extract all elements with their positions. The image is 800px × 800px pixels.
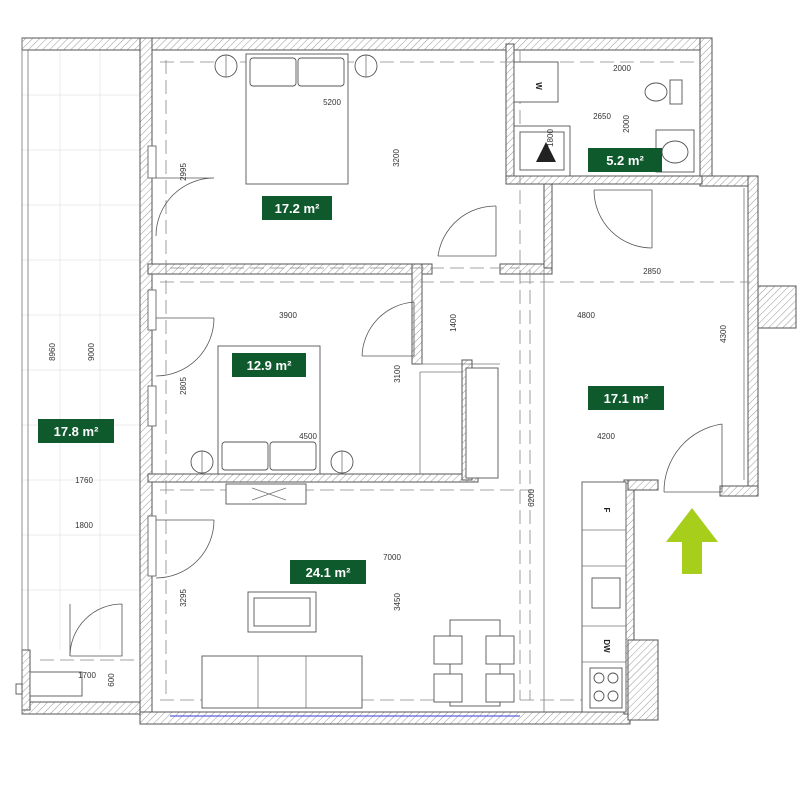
- dim-1800-bath: 1800: [546, 129, 555, 147]
- dim-6200: 6200: [527, 489, 536, 507]
- area-text: 12.9 m²: [247, 358, 292, 373]
- dim-9000: 9000: [87, 343, 96, 361]
- entrance-arrow-icon: [666, 508, 718, 574]
- dim-2850: 2850: [643, 267, 661, 276]
- kitchen-units: [581, 481, 627, 713]
- dim-3450: 3450: [393, 593, 402, 611]
- room-label-living-kitchen: 24.1 m²: [290, 560, 366, 584]
- area-text: 17.8 m²: [54, 424, 99, 439]
- area-text: 17.1 m²: [604, 391, 649, 406]
- dim-8960: 8960: [48, 343, 57, 361]
- room-label-balcony: 17.8 m²: [38, 419, 114, 443]
- dim-1400: 1400: [449, 314, 458, 332]
- label-bg: [262, 196, 332, 220]
- room-label-hall: 17.1 m²: [588, 386, 664, 410]
- dimension-labels: 5200 3200 2995 2000 2000 2650 1800 2850 …: [48, 64, 728, 687]
- dim-2000-h: 2000: [613, 64, 631, 73]
- area-text: 17.2 m²: [275, 201, 320, 216]
- dim-600: 600: [107, 673, 116, 687]
- dim-2000-v: 2000: [622, 115, 631, 133]
- exterior-walls: [139, 37, 797, 725]
- double-bed-1: [214, 53, 378, 185]
- dim-3100: 3100: [393, 365, 402, 383]
- dim-5200: 5200: [323, 98, 341, 107]
- dim-2995: 2995: [179, 163, 188, 181]
- dim-1760: 1760: [75, 476, 93, 485]
- area-text: 24.1 m²: [306, 565, 351, 580]
- room-label-bedroom-1: 17.2 m²: [262, 196, 332, 220]
- fridge-label: F: [602, 508, 611, 513]
- interior-walls: [147, 43, 745, 712]
- dim-3200: 3200: [392, 149, 401, 167]
- room-label-bathroom: 5.2 m²: [588, 148, 662, 172]
- dishwasher-label: DW: [602, 639, 611, 653]
- dim-3295: 3295: [179, 589, 188, 607]
- dim-1800-balcony: 1800: [75, 521, 93, 530]
- construction-grid: [22, 40, 140, 650]
- dim-2805: 2805: [179, 377, 188, 395]
- area-text: 5.2 m²: [606, 153, 644, 168]
- label-bg: [290, 560, 366, 584]
- label-bg: [232, 353, 306, 377]
- dim-2650: 2650: [593, 112, 611, 121]
- room-label-bedroom-2: 12.9 m²: [232, 353, 306, 377]
- balcony-outline: [15, 37, 147, 715]
- door-swings: [69, 177, 723, 657]
- dim-4500: 4500: [299, 432, 317, 441]
- label-bg: [38, 419, 114, 443]
- dim-4800: 4800: [577, 311, 595, 320]
- living-furniture: [201, 483, 515, 709]
- dim-4200: 4200: [597, 432, 615, 441]
- dim-3900: 3900: [279, 311, 297, 320]
- shower-drain-icon: [536, 142, 556, 162]
- label-bg: [588, 148, 662, 172]
- dim-1700: 1700: [78, 671, 96, 680]
- dim-7000: 7000: [383, 553, 401, 562]
- dim-4300: 4300: [719, 325, 728, 343]
- washer-label: W: [534, 82, 543, 90]
- label-bg: [588, 386, 664, 410]
- bathroom-fixtures: [513, 61, 695, 177]
